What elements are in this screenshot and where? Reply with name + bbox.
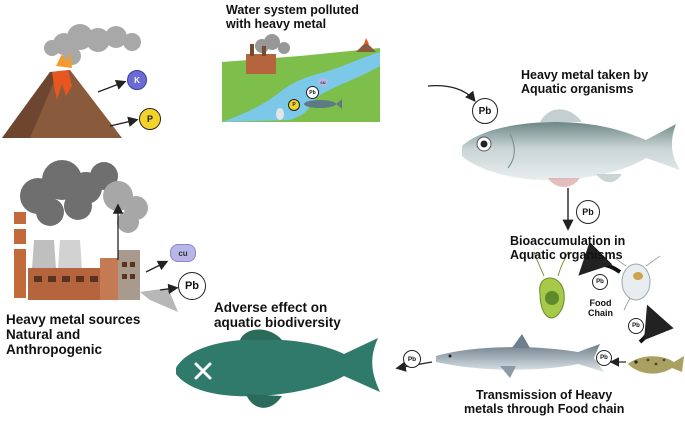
transmission-line-2: metals through Food chain [464, 402, 625, 416]
pb-zoo-label: Pb [632, 323, 640, 329]
bioaccumulation-label: Bioaccumulation in Aquatic organisms [510, 234, 625, 262]
water-system-scene [222, 34, 380, 122]
taken-line-2: Aquatic organisms [521, 82, 634, 96]
taken-line-1: Heavy metal taken by [521, 68, 649, 82]
sources-line-3: Anthropogenic [6, 342, 102, 358]
arrow-to-aquatic-pb [427, 84, 476, 103]
k-element-badge: K [127, 70, 147, 90]
arrow-volcano-k [97, 79, 127, 93]
pb-phyto-label: Pb [596, 279, 604, 285]
pb-aquatic-label: Pb [478, 105, 492, 117]
arrow-fish-to-zoo [638, 304, 674, 344]
pb-zoo-badge: Pb [628, 318, 644, 334]
arrow-volcano-p [109, 116, 139, 127]
lava-flow [52, 70, 72, 100]
factory-smoke [20, 160, 118, 226]
water-pb-label: Pb [309, 89, 316, 96]
pb-shark-badge: Pb [403, 350, 421, 368]
water-p-badge: P [288, 99, 300, 111]
cu-label: cu [178, 248, 188, 258]
p-label: P [146, 114, 153, 124]
heavy-metal-taken-label: Heavy metal taken by Aquatic organisms [521, 68, 648, 96]
water-cu-label: cu [320, 79, 326, 85]
p-element-badge: P [139, 108, 161, 130]
k-label: K [134, 75, 140, 85]
water-system-line-2: with heavy metal [226, 17, 327, 31]
adverse-line-2: aquatic biodiversity [214, 315, 341, 331]
zooplankton [611, 255, 661, 311]
phytoplankton [533, 251, 569, 319]
arrow-zoo-to-phyto [578, 241, 622, 276]
food-chain-label: Food Chain [588, 298, 613, 318]
adverse-effect-label: Adverse effect on aquatic biodiversity [214, 300, 341, 330]
sources-line-2: Natural and [6, 327, 81, 343]
shark [436, 334, 604, 378]
pb-bioacc-badge: Pb [576, 200, 600, 224]
water-system-line-1: Water system polluted [226, 3, 359, 17]
pb-smallfish-label: Pb [600, 355, 608, 361]
transmission-label: Transmission of Heavy metals through Foo… [464, 388, 624, 416]
water-system-label: Water system polluted with heavy metal [226, 3, 359, 31]
pb-smallfish-badge: Pb [596, 350, 612, 366]
transmission-line-1: Transmission of Heavy [476, 388, 613, 402]
cross-eye-icon [194, 362, 212, 380]
cu-element-badge: cu [170, 244, 196, 262]
heavy-metal-sources-label: Heavy metal sources Natural and Anthropo… [6, 312, 140, 357]
bioacc-line-2: Aquatic organisms [510, 248, 623, 262]
arrow-factory-pb [159, 283, 179, 295]
polluted-fish [304, 100, 336, 108]
pb-aquatic-badge: Pb [472, 98, 498, 124]
pb-phyto-badge: Pb [592, 274, 608, 290]
food-chain-line-1: Food [589, 298, 612, 308]
arrow-factory-cu [145, 260, 169, 273]
volcano-illustration [2, 24, 141, 138]
water-pb-badge: Pb [306, 86, 319, 99]
pb-factory-badge: Pb [178, 272, 206, 300]
dead-fish [176, 329, 380, 408]
adverse-line-1: Adverse effect on [214, 300, 328, 315]
food-chain-line-2: Chain [588, 308, 614, 319]
water-cu-badge: cu [318, 78, 328, 86]
pb-bioacc-label: Pb [582, 207, 594, 217]
small-fish [628, 356, 684, 374]
sources-line-1: Heavy metal sources [6, 312, 141, 327]
river [222, 52, 380, 122]
water-p-label: P [292, 102, 296, 108]
pb-shark-label: Pb [407, 355, 417, 363]
bioacc-line-1: Bioaccumulation in [510, 234, 626, 248]
pb-factory-label: Pb [184, 280, 200, 292]
silver-fish [462, 109, 680, 188]
volcano-smoke [44, 24, 141, 65]
factory-illustration [14, 160, 178, 312]
